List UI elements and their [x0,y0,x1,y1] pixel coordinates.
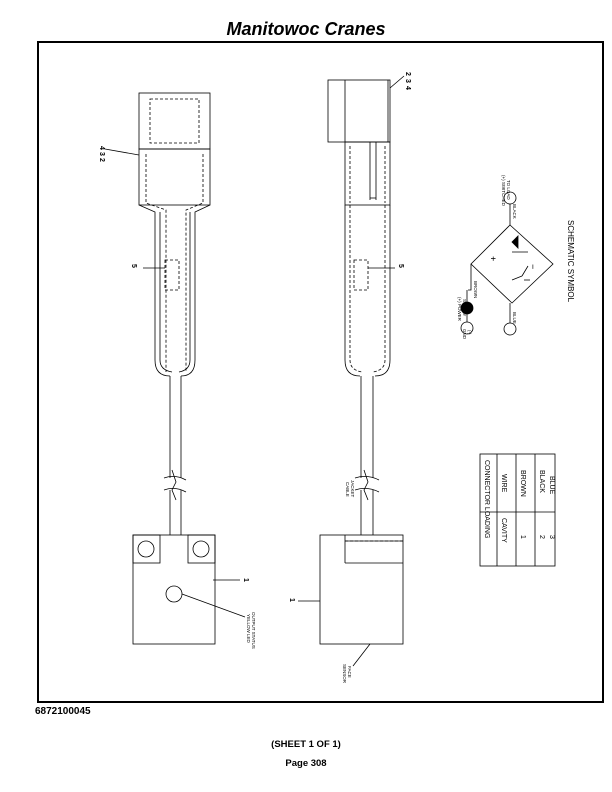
table-cell-wire-2: BLACK [538,470,545,493]
callout-right-5: 5 [397,264,404,268]
right-sensor-body [319,534,404,645]
callout-left-4: 4 [98,146,105,150]
left-connector-body [138,148,211,206]
right-strain-relief [344,205,391,377]
note-yellow-led-2: OUTPUT STATUS [251,612,256,649]
yellow-led [165,585,183,603]
schematic-plus: + [488,256,498,261]
callout-left-5: 5 [130,264,137,268]
page-title: Manitowoc Cranes [226,19,386,39]
table-cell-cavity-1: 1 [519,535,526,539]
callout-right-3: 3 [404,79,411,83]
callout-left-3: 3 [98,152,105,156]
callout-right-1: 1 [288,598,295,602]
label-power-supply-2: SUPPLY [462,299,467,316]
callout-left-2: 2 [98,158,105,162]
label-switched-1: (+) SWITCHED [501,175,506,207]
label-black: BLACK [512,204,517,219]
callout-right-4: 4 [404,86,411,90]
note-sensor-face-2: FACE [347,666,352,678]
callout-left-1: 1 [242,578,249,582]
left-sensor-body [132,534,216,645]
document-number: 6872100045 [35,706,91,717]
note-cable-jacket-1: CABLE [345,482,350,497]
right-crimp [353,259,369,291]
table-cell-cavity-2: 2 [538,535,545,539]
schematic-title: SCHEMATIC SYMBOL [566,220,575,303]
right-cable [360,376,374,535]
table-cell-cavity-3: 3 [548,535,555,539]
label-gnd-1: GND [462,329,467,340]
left-crimp [164,259,180,291]
table-title: CONNECTOR LOADING [483,460,490,538]
table-header-wire: WIRE [500,474,507,493]
schematic-diamond [470,224,554,304]
note-sensor-face-1: SENSOR [342,664,347,684]
drawing-frame [37,41,604,703]
callout-right-2: 2 [404,72,411,76]
note-yellow-led-1: YELLOW LED [246,614,251,644]
connector-table [479,453,556,567]
schematic-minus: − [528,264,538,269]
right-connector-body [344,141,391,206]
right-connector-cap [327,79,391,143]
page-number: Page 308 [285,758,327,769]
label-power-supply-1: (+) POWER [457,297,462,322]
label-gnd-2: (-) [467,330,472,335]
left-strain-relief [138,204,211,377]
label-switched-2: TO LOAD [506,180,511,200]
note-cable-jacket-2: JACKET [350,480,355,498]
label-brown: BROWN [473,281,478,298]
table-cell-wire-1: BROWN [519,470,526,497]
table-header-cavity: CAVITY [500,518,507,543]
left-cable [169,376,182,535]
label-blue: BLUE [512,312,517,324]
table-cell-wire-3: BLUE [548,476,555,495]
sheet-indicator: (SHEET 1 OF 1) [271,739,341,750]
